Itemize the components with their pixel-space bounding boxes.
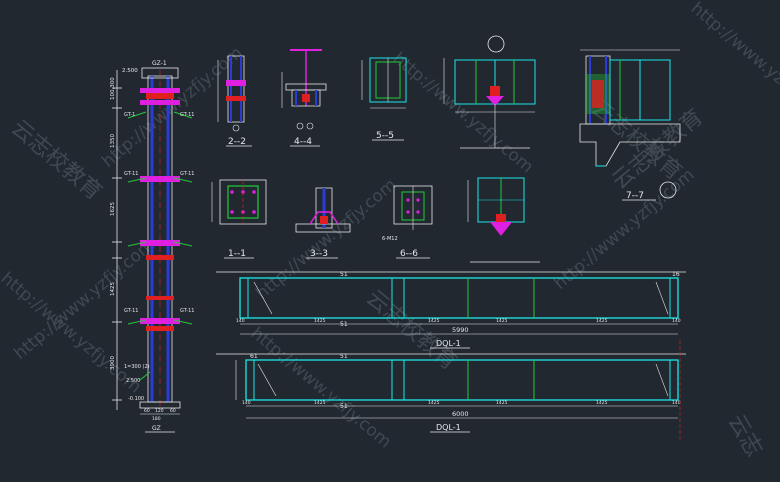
column-title: GZ-1 [152,60,167,67]
column-dim-2: 1350 [110,134,116,148]
beam2-span-2: 1425 [428,400,440,406]
column-tag-1: GT-1 [124,112,135,118]
beam2-total: 6000 [452,410,469,418]
column-tag-6: GT-11 [180,308,194,314]
section-4-4: 4--4 [281,49,327,147]
s3-title: 3--3 [310,249,328,259]
beam1-span-4: 1425 [596,318,608,324]
column-base-dim-3: 60 [170,408,176,414]
section-6-6: 6-M12 6--6 [382,185,433,259]
column-top-elev: 2.500 [122,68,138,74]
beam1-span-3: 1425 [496,318,508,324]
s1-title: 1--1 [228,249,246,259]
detail-top-middle [443,35,536,149]
beam2-end-dim-1: 140 [242,400,251,406]
s5-title: 5--5 [376,131,394,141]
beam2-span-1: 1425 [314,400,326,406]
beam2-title: DQL-1 [436,423,461,432]
beam1-total: 5990 [452,326,469,334]
s6-note: 6-M12 [382,236,398,242]
watermark-url-7: http://www.yzfjy.com [687,0,780,127]
column-base-dim-1: 60 [144,408,150,414]
s2-title: 2--2 [228,137,246,147]
watermark-url-5: http://www.yzfjy.com [247,324,395,453]
column-bottom-label: GZ [152,425,161,432]
column-note-2: 2.500 [126,378,140,384]
beam2-mark-1: 51 [340,353,348,360]
beam1-mark-3: 16 [672,271,680,278]
column-elevation: 100,300 1350 1625 1425 3900 GZ-1 2.500 [110,60,194,433]
beam2-mark-3: 61 [250,353,258,360]
beam2-end-dim-2: 140 [672,400,681,406]
column-dim-3: 1625 [110,202,116,216]
watermark-url-6: http://www.yzfjy.com [0,269,145,398]
beam2-mark-2: 51 [340,403,348,410]
beam1-end-dim-1: 140 [236,318,245,324]
beam1-title: DQL-1 [436,339,461,348]
beam1-span-2: 1425 [428,318,440,324]
s4-title: 4--4 [294,137,312,147]
beam1-end-dim-2: 140 [672,318,681,324]
column-note-1: 1=300 (2) [124,364,150,370]
beam-dql-1-lower: 51 51 61 140 1425 1425 1425 1425 140 600… [216,340,686,440]
section-7-7: 7--7 [579,49,681,201]
watermark-brand-3: 云志校教育 [361,285,461,375]
watermark-url-2: http://www.yzfjy.com [252,175,400,304]
column-tag-4: GT-11 [180,171,194,177]
section-2-2: 2--2 [217,55,252,147]
detail-middle-right [467,177,540,263]
beam2-span-3: 1425 [496,400,508,406]
section-3-3: 3--3 [295,187,351,259]
column-dim-1: 100,300 [110,77,116,100]
watermark-url-3: http://www.yzfjy.com [389,49,537,178]
column-tag-3: GT-11 [124,171,138,177]
s6-title: 6--6 [400,249,418,259]
watermark-brand-1: 云志校教育 [6,115,106,205]
column-tag-5: GT-11 [124,308,138,314]
beam1-mark-1: 51 [340,271,348,278]
column-note-3: -0.100 [128,396,144,402]
column-tag-2: GT-11 [180,112,194,118]
watermark-brand-5: 云志 [723,411,767,462]
column-base-label: 180 [152,416,161,422]
s7-title: 7--7 [626,191,644,201]
watermark-url-1: http://www.yzfjy.com [98,43,246,172]
beam-dql-1-upper: 51 51 16 140 1425 1425 1425 1425 140 599… [216,271,686,349]
beam1-mark-2: 51 [340,321,348,328]
section-1-1: 1--1 [211,179,267,259]
column-dim-5: 3900 [110,356,116,370]
section-5-5: 5--5 [361,57,407,141]
column-base-dim-2: 120 [155,408,164,414]
beam2-span-4: 1425 [596,400,608,406]
beam1-span-1: 1425 [314,318,326,324]
column-dim-4: 1425 [110,282,116,296]
